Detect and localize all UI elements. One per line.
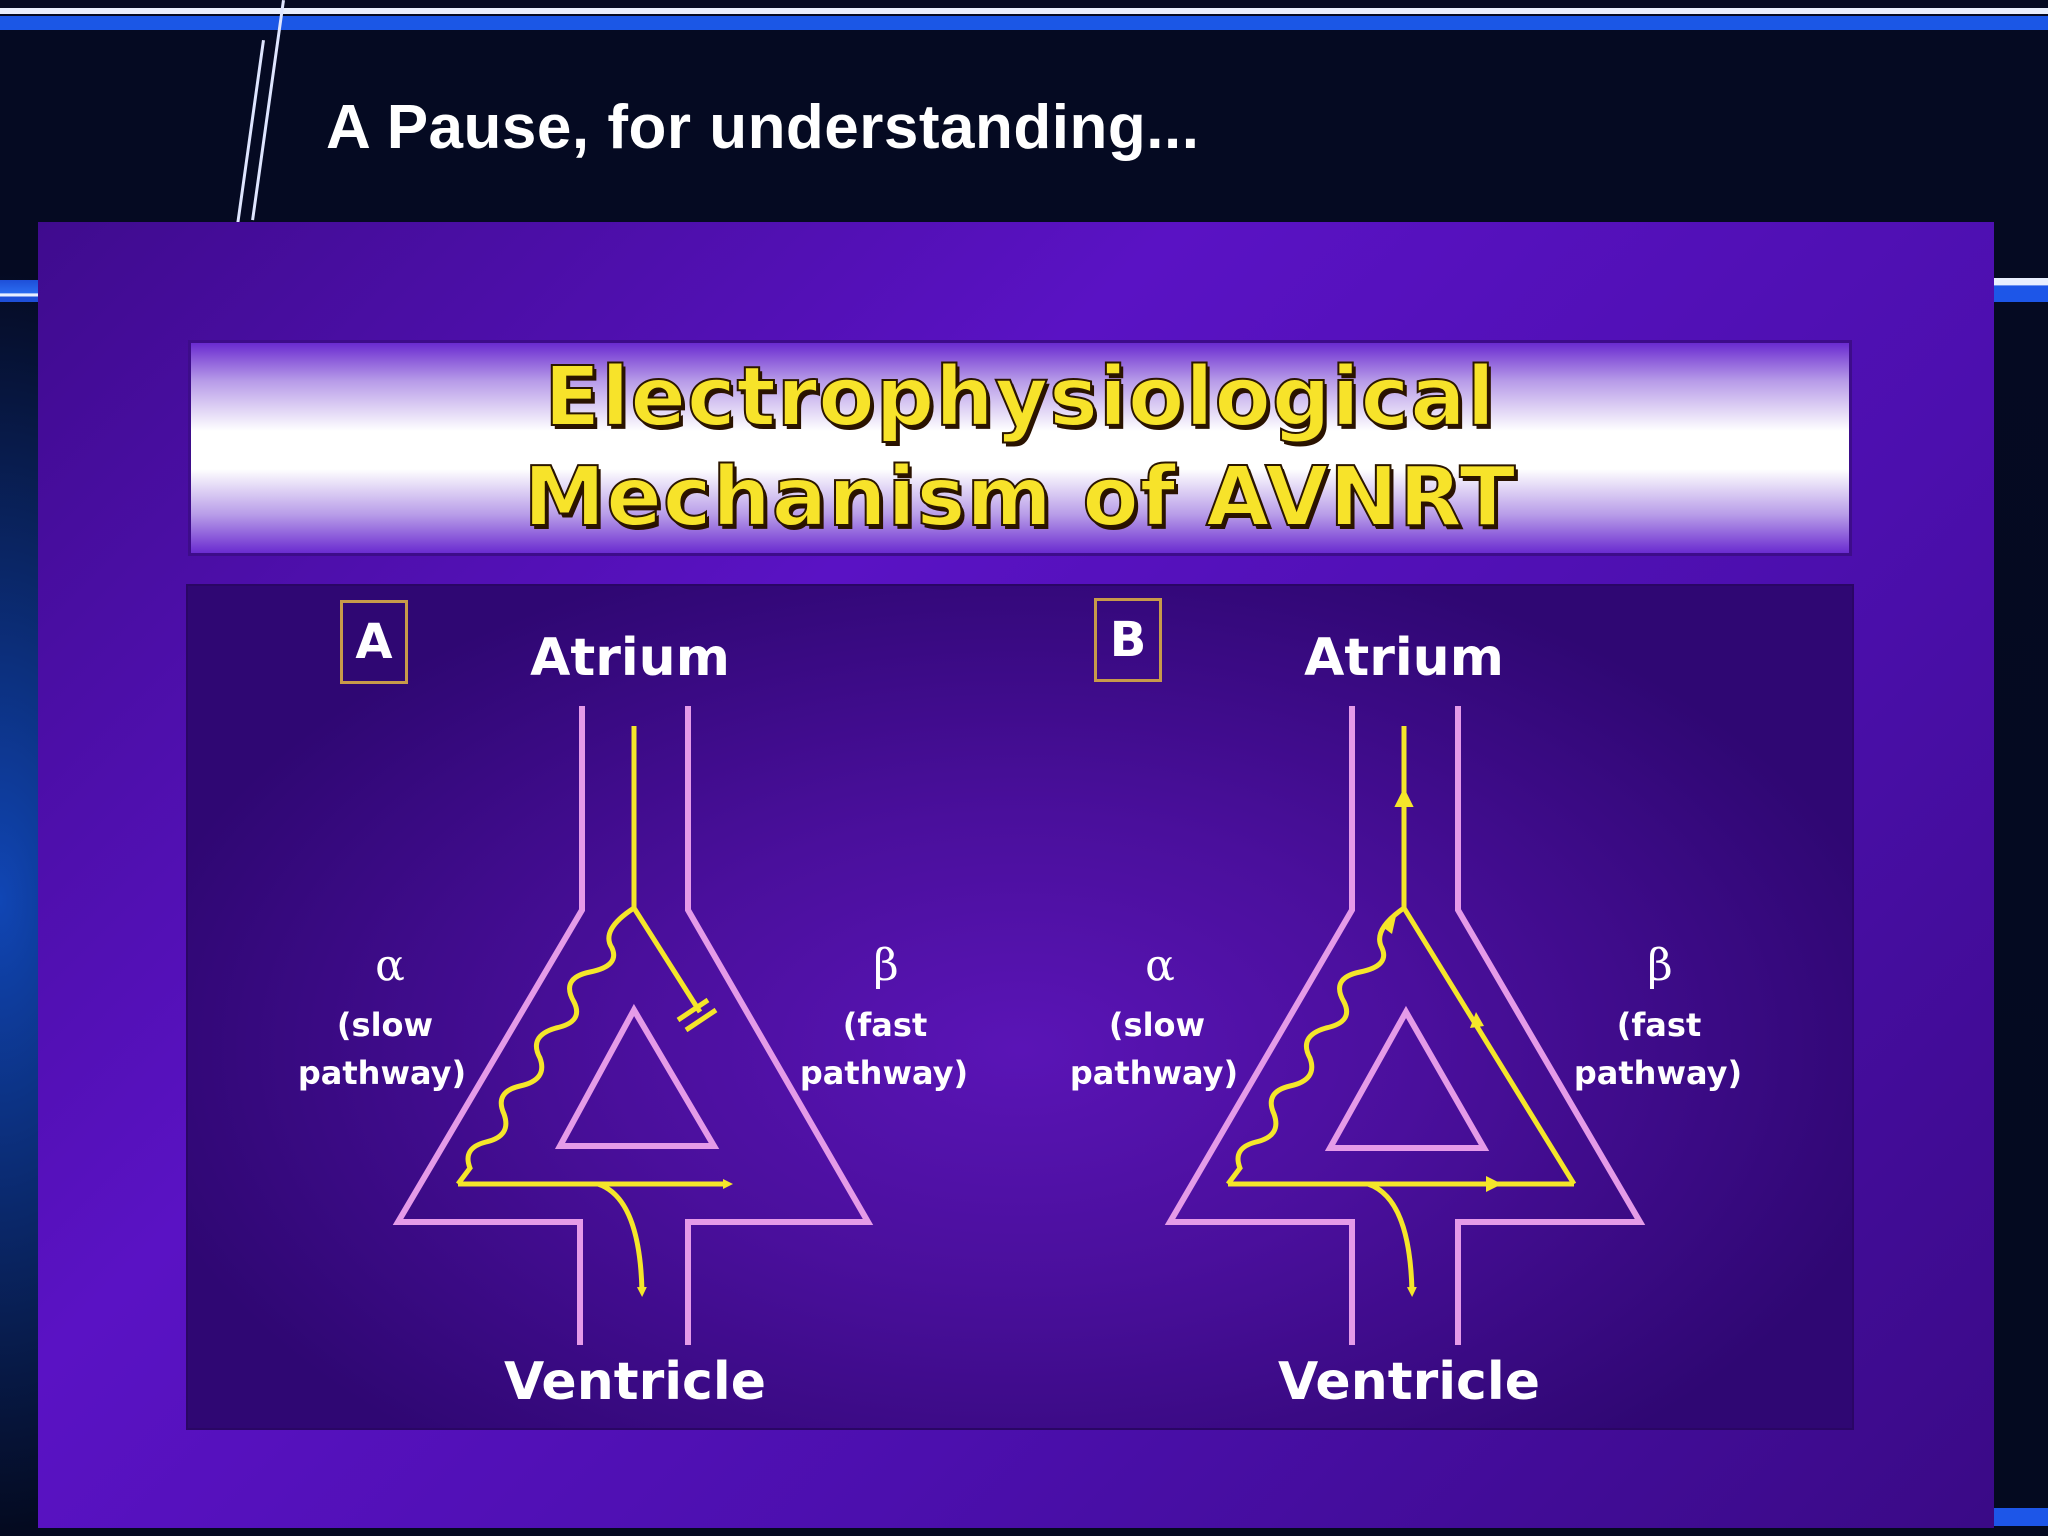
panel-a-slow-label-2: pathway) — [297, 1054, 467, 1092]
left-rule — [0, 280, 40, 302]
panel-a-slow-label-1: (slow — [336, 1006, 434, 1044]
panel-b-fast-label-1: (fast — [1616, 1006, 1702, 1044]
panel-b-slow-label-1: (slow — [1108, 1006, 1206, 1044]
panel-b-atrium-label: Atrium — [1304, 628, 1504, 688]
panel-b-av-node-outer — [1164, 706, 1646, 1345]
slide-title: A Pause, for understanding... — [326, 93, 1200, 162]
panel-b-impulse-ventricle — [1367, 1181, 1417, 1297]
figure-title-line-2: Mechanism of AVNRT — [523, 449, 1517, 546]
right-rule — [1994, 278, 2048, 302]
panel-a-beta-symbol: β — [873, 940, 899, 991]
panel-a-fast-label-1: (fast — [842, 1006, 928, 1044]
bottom-rule — [1994, 1508, 2048, 1526]
panel-a-badge: A — [340, 600, 408, 684]
panel-a-alpha-symbol: α — [375, 940, 405, 991]
panel-b-badge: B — [1094, 598, 1162, 682]
panel-b-beta-symbol: β — [1647, 940, 1673, 991]
top-rule-blue — [0, 16, 2048, 30]
panel-a-fast-label-2: pathway) — [799, 1054, 969, 1092]
panel-a-impulse-fast-blocked — [631, 906, 703, 1014]
panel-b-impulse-fast — [1401, 906, 1577, 1186]
panel-b-central-obstacle — [1324, 1005, 1490, 1151]
panel-b-bottom-arrow — [1486, 1176, 1502, 1192]
diagram-box — [186, 584, 1854, 1430]
panel-a-av-node-outer — [392, 706, 874, 1345]
figure-title-banner — [188, 340, 1852, 556]
panel-b-atrial-arrow — [1394, 787, 1414, 807]
panel-a-impulse-ventricle — [597, 1181, 647, 1297]
panel-a-ventricle-label: Ventricle — [504, 1352, 766, 1412]
panel-b-slow-label-2: pathway) — [1069, 1054, 1239, 1092]
panel-a-node-outline — [582, 704, 1038, 1306]
panel-a-block-mark — [676, 997, 718, 1033]
panel-a-central-obstacle — [554, 1003, 720, 1149]
panel-b-fast-arrow — [1470, 1012, 1484, 1028]
panel-a-atrium-label: Atrium — [530, 628, 730, 688]
panel-b-diagram — [1164, 706, 1646, 1345]
figure-title-line-1: Electrophysiological — [543, 349, 1496, 446]
panel-b-impulse-slow — [1226, 905, 1406, 1186]
panel-a-impulse-slow — [456, 905, 636, 1186]
panel-b-alpha-symbol: α — [1145, 940, 1175, 991]
panel-a-diagram — [392, 704, 1038, 1345]
panel-b-ventricle-label: Ventricle — [1278, 1352, 1540, 1412]
top-rule-white — [0, 8, 2048, 14]
panel-b-fast-label-2: pathway) — [1573, 1054, 1743, 1092]
panel-b-slow-arrow — [1384, 916, 1396, 934]
